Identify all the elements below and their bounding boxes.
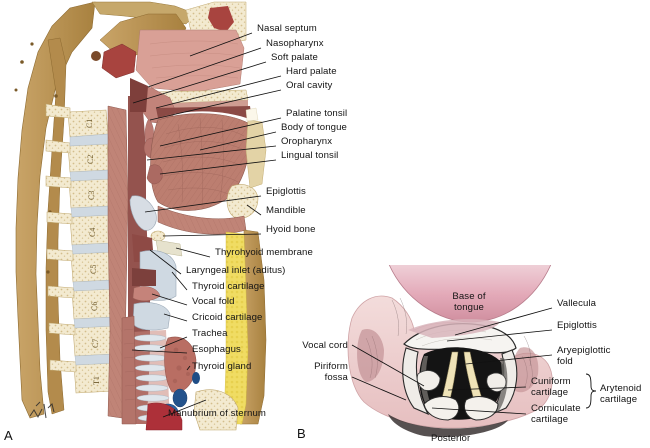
label-esophagus: Esophagus: [192, 344, 241, 355]
label-corniculate-cartilage-line1: Corniculate: [531, 403, 581, 414]
thyroid-gland: [164, 336, 197, 393]
label-hyoid-bone: Hyoid bone: [266, 224, 316, 235]
label-vocal-cord: Vocal cord: [302, 340, 348, 351]
label-thyrohyoid-membrane: Thyrohyoid membrane: [215, 247, 313, 258]
panel-b-id: B: [297, 426, 306, 441]
label-thyroid-gland: Thyroid gland: [192, 361, 252, 372]
label-epiglottis-b: Epiglottis: [557, 320, 597, 331]
manubrium-of-sternum: [193, 389, 239, 431]
sphenoid-sinus: [101, 43, 137, 79]
cricoid-cartilage: [132, 302, 171, 331]
cuniform-cartilage-right: [486, 372, 507, 392]
label-soft-palate: Soft palate: [271, 52, 318, 63]
panel-b-leader-lines: [351, 307, 553, 415]
esophagus: [121, 315, 137, 425]
posterior-pharyngeal-wall: [388, 414, 508, 438]
panel-b-illustration: [347, 265, 553, 438]
label-hard-palate: Hard palate: [286, 66, 337, 77]
vertebra-c7: C7: [91, 339, 100, 348]
panel-a-id: A: [4, 428, 13, 443]
label-nasopharynx: Nasopharynx: [266, 38, 324, 49]
sella-structure: [91, 51, 101, 61]
posterior-skin: [15, 1, 96, 419]
label-base-of-tongue-line1: Base of: [452, 291, 486, 302]
artist-signature: [29, 401, 55, 419]
label-thyroid-cartilage: Thyroid cartilage: [192, 281, 265, 292]
frontal-sinus: [208, 6, 234, 32]
label-arytenoid-cartilage-line2: cartilage: [600, 394, 638, 405]
label-lingual-tonsil: Lingual tonsil: [281, 150, 339, 161]
label-nasal-septum: Nasal septum: [257, 23, 317, 34]
label-cricoid-cartilage: Cricoid cartilage: [192, 312, 263, 323]
label-mandible: Mandible: [266, 205, 306, 216]
lingual-tonsil: [146, 164, 163, 185]
label-cuniform-cartilage-line2: cartilage: [531, 387, 569, 398]
label-palatine-tonsil: Palatine tonsil: [286, 108, 348, 119]
vallecula: [408, 319, 500, 338]
spinal-cord: [45, 37, 67, 415]
label-aryepiglottic-fold-line2: fold: [557, 356, 573, 367]
label-epiglottis-a: Epiglottis: [266, 186, 306, 197]
label-laryngeal-inlet: Laryngeal inlet (aditus): [186, 265, 286, 276]
label-trachea: Trachea: [192, 328, 228, 339]
label-oropharynx: Oropharynx: [281, 136, 333, 147]
nasopharynx-lumen: [130, 78, 148, 112]
cervical-vertebrae: [45, 103, 116, 394]
label-body-of-tongue: Body of tongue: [281, 122, 347, 133]
anterior-neck-fat: [223, 231, 249, 425]
vertebra-c6: C6: [90, 302, 99, 311]
vertebra-t1: T1: [92, 376, 101, 385]
chin-soft-tissue: [245, 119, 267, 189]
label-piriform-fossa-line1: Piriform: [314, 361, 348, 372]
vertebra-c3: C3: [87, 191, 96, 200]
corniculate-cartilage-right: [463, 396, 499, 421]
label-cuniform-cartilage-line1: Cuniform: [531, 376, 571, 387]
label-arytenoid-cartilage-line1: Arytenoid: [600, 383, 642, 394]
label-oral-cavity: Oral cavity: [286, 80, 333, 91]
mandible: [226, 184, 259, 219]
label-manubrium-of-sternum: Manubrium of sternum: [168, 408, 266, 419]
teeth: [245, 107, 259, 122]
vestibular-fold-left: [420, 356, 434, 412]
vertebra-c2: C2: [86, 155, 95, 164]
label-aryepiglottic-fold-line1: Aryepiglottic: [557, 345, 611, 356]
label-piriform-fossa-line2: fossa: [324, 372, 348, 383]
arytenoid-brace: [585, 373, 597, 409]
vocal-fold: [132, 286, 161, 301]
vestibular-fold-right: [494, 358, 508, 412]
panel-a-illustration: C1 C2 C3 C4 C5 C6 C7 T1: [14, 1, 282, 431]
label-vallecula: Vallecula: [557, 298, 597, 309]
vertebra-c4: C4: [88, 228, 97, 237]
nasal-septum-surface: [135, 29, 245, 93]
vertebra-c1: C1: [85, 119, 94, 128]
panel-a-leader-lines: [131, 32, 282, 418]
label-corniculate-cartilage-line2: cartilage: [531, 414, 569, 425]
brachiocephalic-vein: [172, 388, 188, 408]
label-posterior: Posterior: [431, 433, 471, 444]
label-vocal-fold: Vocal fold: [192, 296, 235, 307]
oral-cavity: [156, 106, 252, 120]
epiglottis: [129, 195, 157, 231]
cuniform-cartilage-left: [416, 370, 441, 391]
hyoid-bone: [150, 230, 166, 242]
vertebra-c5: C5: [89, 265, 98, 274]
label-base-of-tongue-line2: tongue: [454, 302, 484, 313]
floor-of-mouth-muscles: [157, 205, 247, 235]
jugular-vein: [192, 372, 200, 384]
laryngeal-ventricle: [132, 268, 156, 286]
